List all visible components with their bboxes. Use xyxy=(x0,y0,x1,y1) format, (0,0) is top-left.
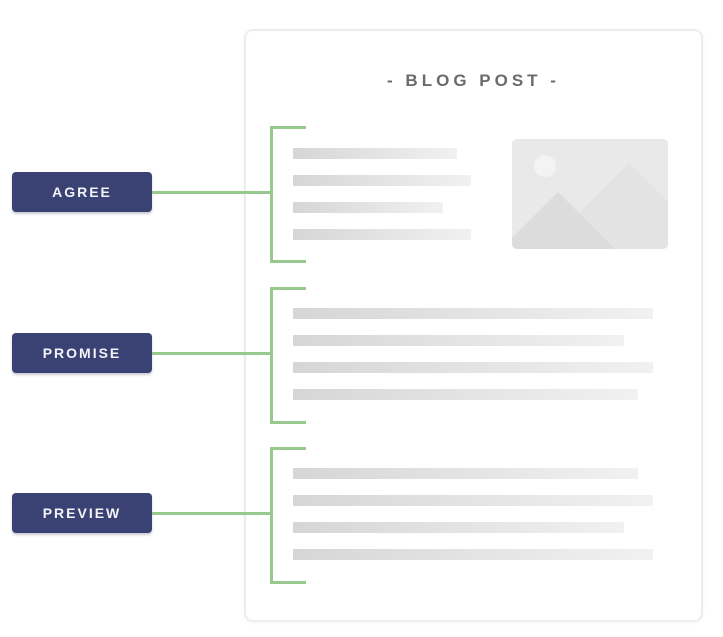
text-line-placeholder xyxy=(293,468,638,479)
bracket-bottom-tick xyxy=(273,421,306,424)
text-line-placeholder xyxy=(293,362,653,373)
promise-connector-line xyxy=(152,352,273,355)
promise-bracket xyxy=(270,287,306,424)
bracket-bottom-tick xyxy=(273,260,306,263)
agree-connector-line xyxy=(152,191,273,194)
text-line-placeholder xyxy=(293,522,624,533)
text-line-placeholder xyxy=(293,335,624,346)
section-agree-lines xyxy=(293,148,471,256)
text-line-placeholder xyxy=(293,549,653,560)
agree-bracket xyxy=(270,126,306,263)
blog-post-title: - BLOG POST - xyxy=(387,71,560,90)
section-promise-lines xyxy=(293,308,653,416)
preview-connector-line xyxy=(152,512,273,515)
section-preview-lines xyxy=(293,468,653,576)
bracket-top-tick xyxy=(273,447,306,450)
mountain-small-shape xyxy=(512,192,615,249)
sun-shape xyxy=(534,155,556,177)
preview-bracket xyxy=(270,447,306,584)
promise-button[interactable]: PROMISE xyxy=(12,333,152,373)
preview-button[interactable]: PREVIEW xyxy=(12,493,152,533)
text-line-placeholder xyxy=(293,175,471,186)
text-line-placeholder xyxy=(293,202,443,213)
bracket-top-tick xyxy=(273,126,306,129)
mountains-and-sun-icon xyxy=(512,155,668,249)
agree-button[interactable]: AGREE xyxy=(12,172,152,212)
bracket-bottom-tick xyxy=(273,581,306,584)
text-line-placeholder xyxy=(293,148,457,159)
bracket-top-tick xyxy=(273,287,306,290)
text-line-placeholder xyxy=(293,389,638,400)
text-line-placeholder xyxy=(293,308,653,319)
text-line-placeholder xyxy=(293,495,653,506)
image-placeholder xyxy=(512,139,668,249)
text-line-placeholder xyxy=(293,229,471,240)
